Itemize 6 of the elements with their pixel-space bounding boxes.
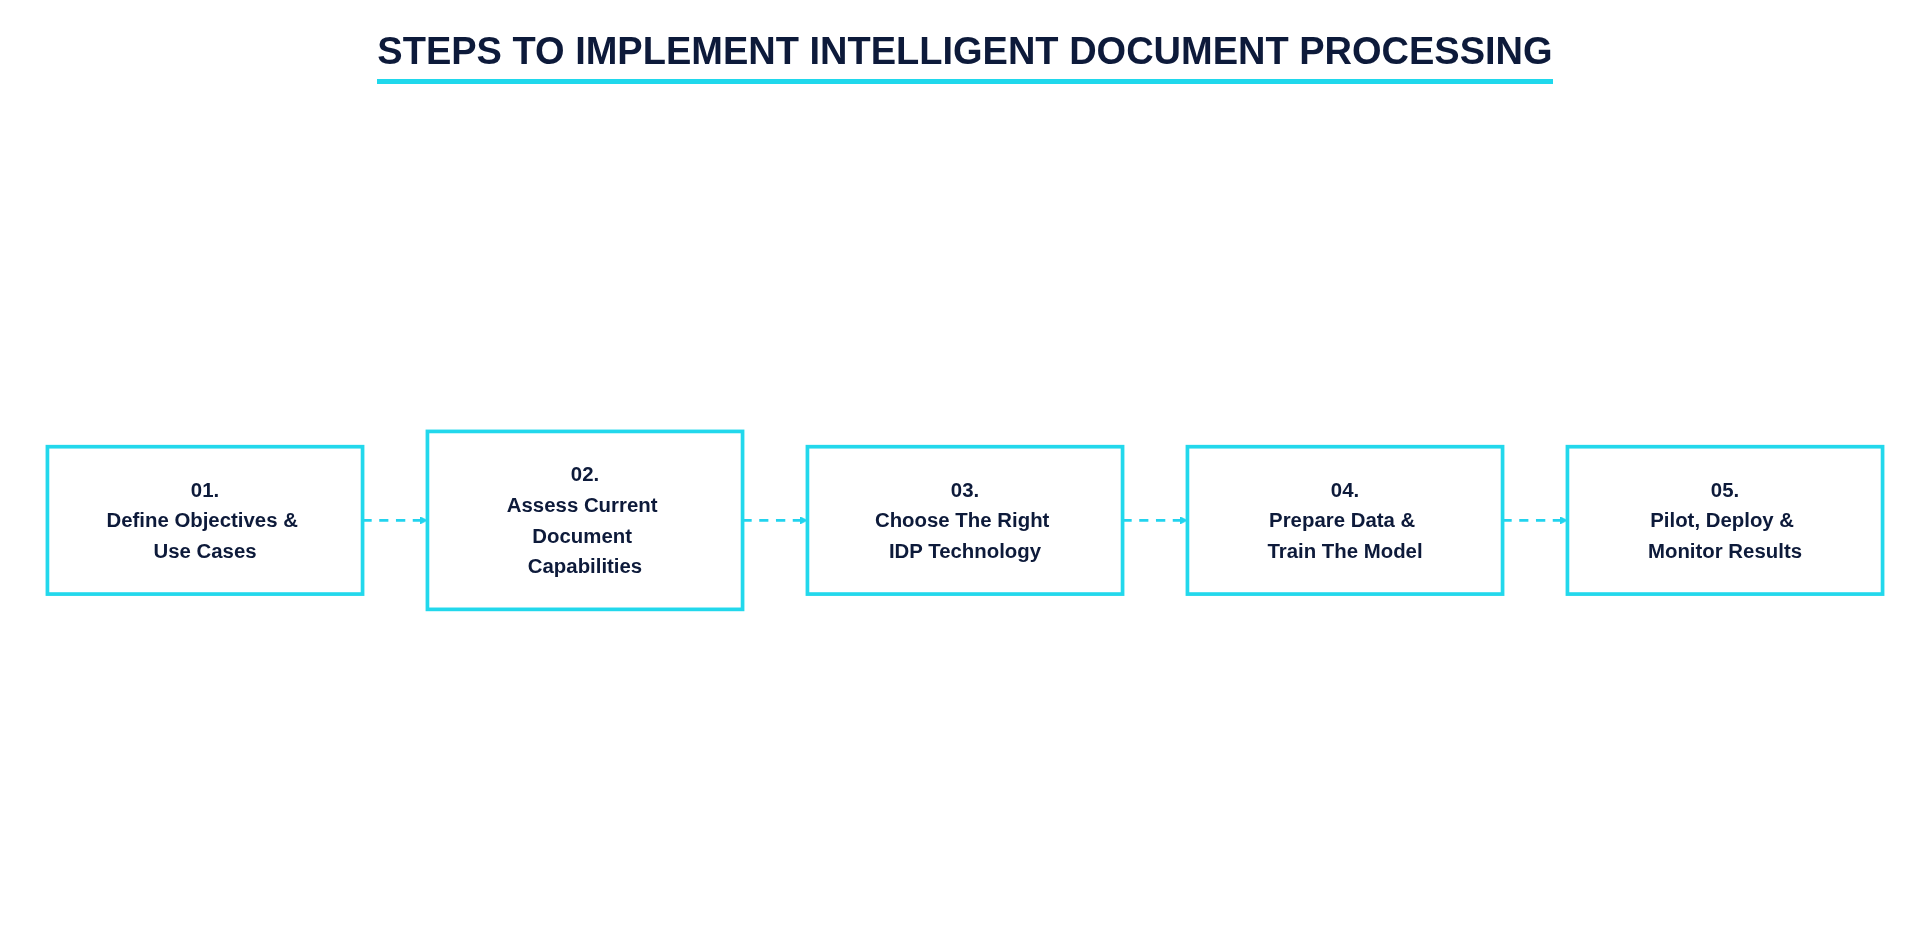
node-box: 02. Assess Current Document Capabilities xyxy=(425,429,745,611)
node-box: 04. Prepare Data & Train The Model xyxy=(1185,444,1505,596)
node-box: 03. Choose The Right IDP Technology xyxy=(805,444,1125,596)
node-box: 05. Pilot, Deploy & Monitor Results xyxy=(1565,444,1885,596)
node-box: 01. Define Objectives & Use Cases xyxy=(45,444,365,596)
title: STEPS TO IMPLEMENT INTELLIGENT DOCUMENT PROCESSING xyxy=(377,30,1553,84)
